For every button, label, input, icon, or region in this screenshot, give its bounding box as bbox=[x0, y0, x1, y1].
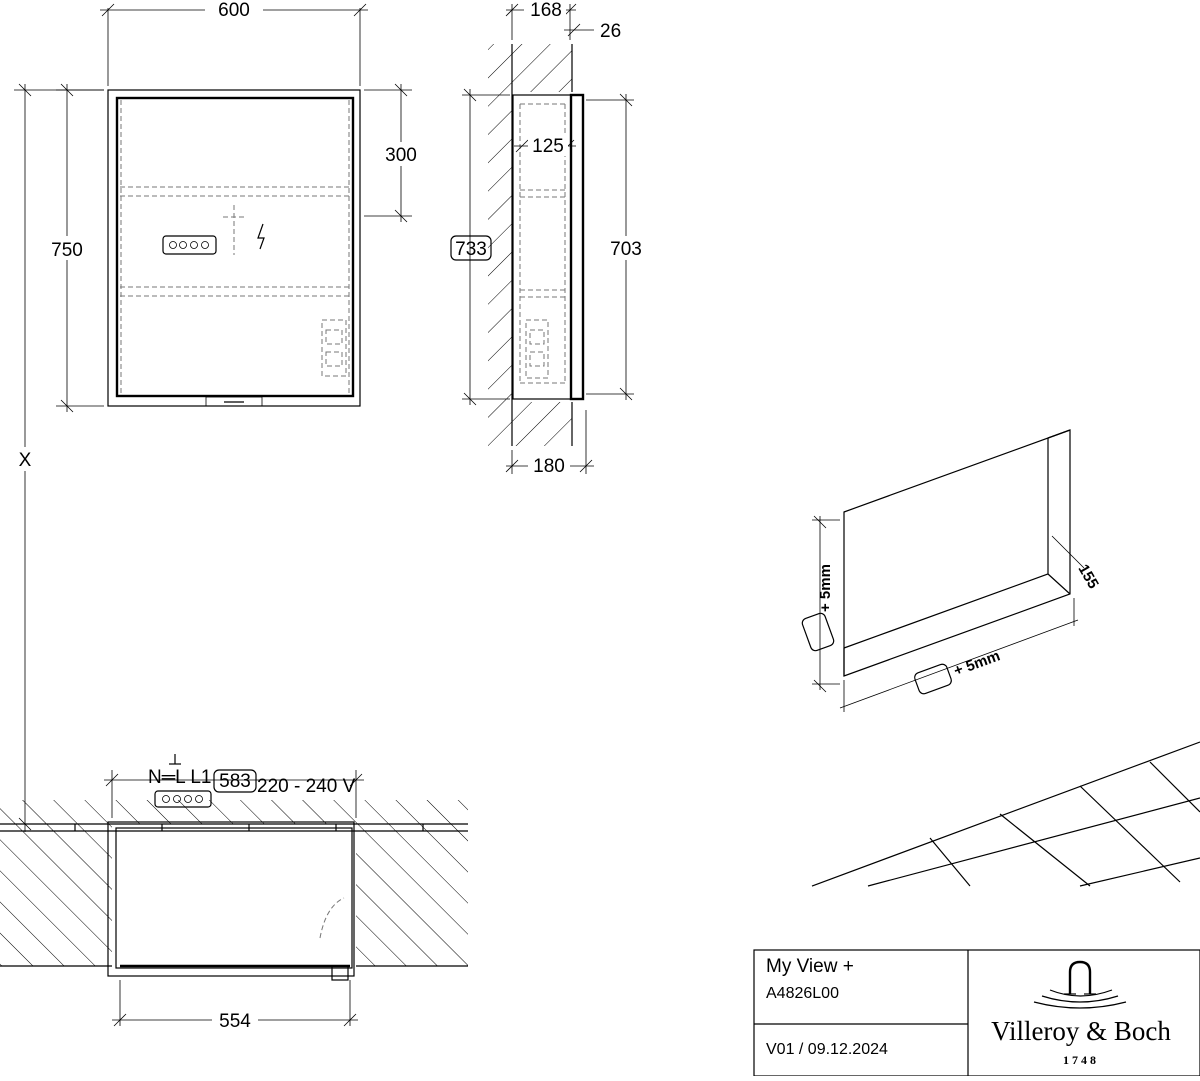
dim-inner-height-label: 703 bbox=[610, 239, 642, 260]
terminal-block-icon bbox=[162, 235, 217, 255]
cabinet-top-outline bbox=[107, 821, 355, 977]
top-view: 583 554 bbox=[0, 769, 468, 1032]
voltage-label: 220 - 240 V bbox=[257, 776, 356, 797]
villeroy-boch-logo-icon bbox=[1033, 960, 1127, 1009]
dim-outer-width-box bbox=[213, 769, 257, 793]
terminal-labels: N═L L1 bbox=[148, 767, 211, 788]
electric-lightning-icon bbox=[257, 223, 265, 250]
dim-outer-height-box bbox=[450, 235, 492, 261]
dim-inner-depth-label: 125 bbox=[532, 136, 564, 157]
dim-depth-total-label: 168 bbox=[530, 0, 562, 21]
title-block: My View + A4826L00 V01 / 09.12.2024 Vill… bbox=[753, 949, 1200, 1077]
front-view: 600 750 300 X bbox=[0, 0, 468, 832]
wall-hatch bbox=[488, 44, 512, 446]
niche-depth-label: 155 bbox=[1075, 562, 1102, 592]
article-number: A4826L00 bbox=[766, 985, 839, 1002]
internal-socket-box bbox=[321, 319, 347, 377]
dim-height-label: 750 bbox=[51, 240, 83, 261]
dim-outer-width-label: 583 bbox=[219, 771, 251, 792]
dim-inner-width-label: 554 bbox=[219, 1011, 251, 1032]
niche-width-symbol bbox=[914, 663, 952, 695]
brand-year: 1748 bbox=[1063, 1053, 1099, 1067]
niche-back bbox=[843, 429, 1071, 677]
dim-width-label: 600 bbox=[218, 0, 250, 21]
dim-door-thickness-label: 26 bbox=[600, 21, 621, 42]
floor-perspective bbox=[811, 741, 1200, 887]
light-bar bbox=[205, 396, 263, 407]
dim-niche-depth-label: 180 bbox=[533, 456, 565, 477]
niche-isometric: + 5mm + 5mm 155 bbox=[801, 429, 1102, 712]
niche-height-symbol bbox=[801, 612, 835, 652]
version-date: V01 / 09.12.2024 bbox=[766, 1041, 888, 1058]
electrical-connection: N═L L1 220 - 240 V bbox=[148, 754, 356, 808]
dim-outer-height-label: 733 bbox=[455, 239, 487, 260]
niche-width-tolerance: + 5mm bbox=[952, 647, 1003, 679]
dim-socket-label: 300 bbox=[385, 145, 417, 166]
dim-floor-label: X bbox=[19, 450, 32, 471]
cabinet-door-frame bbox=[115, 96, 355, 398]
side-view: 168 26 125 733 703 180 bbox=[450, 0, 648, 477]
niche-height-tolerance: + 5mm bbox=[817, 564, 834, 612]
door-side bbox=[569, 93, 585, 401]
brand-name: Villeroy & Boch bbox=[991, 1016, 1171, 1046]
product-name: My View + bbox=[766, 956, 854, 977]
wall-hatch bbox=[0, 800, 112, 966]
